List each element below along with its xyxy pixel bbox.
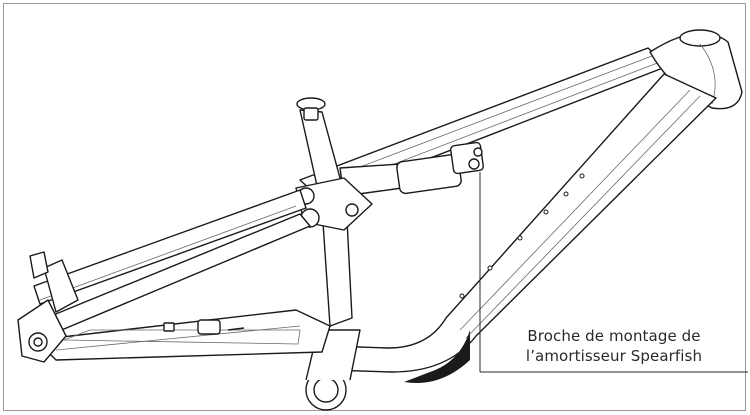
callout-line-1: Broche de montage de — [527, 327, 701, 345]
shock-mount-callout: Broche de montage de l’amortisseur Spear… — [484, 326, 744, 366]
rear-shock — [339, 141, 484, 197]
callout-line-2: l’amortisseur Spearfish — [525, 347, 703, 365]
chain-stay — [35, 309, 331, 361]
seat-stay — [33, 189, 307, 305]
shock-mount-pin — [479, 172, 748, 373]
